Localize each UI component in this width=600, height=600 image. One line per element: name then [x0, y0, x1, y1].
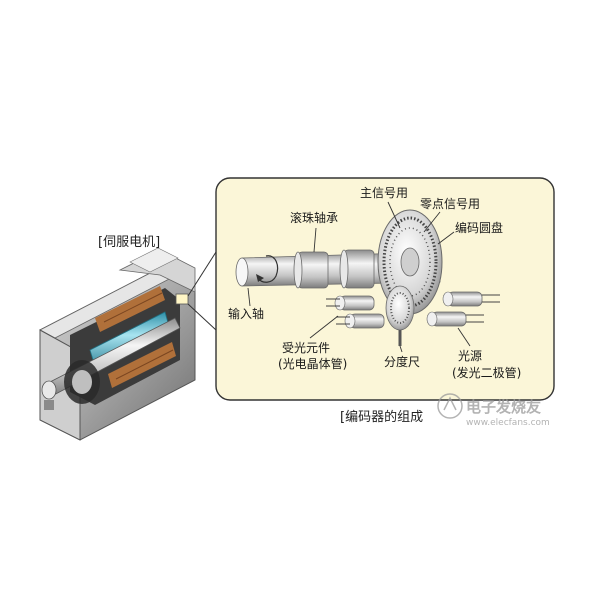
- motor-caption: [伺服电机]: [98, 235, 160, 250]
- label-light-line2: (发光二极管): [452, 365, 521, 380]
- label-ball-bearing: 滚珠轴承: [290, 210, 338, 225]
- label-input-shaft: 输入轴: [228, 306, 264, 321]
- label-receiver-line2: (光电晶体管): [278, 356, 347, 371]
- label-code-disc: 编码圆盘: [455, 220, 503, 235]
- watermark-url: www.elecfans.com: [466, 418, 550, 428]
- encoder-caption: [编码器的组成: [340, 409, 423, 425]
- label-main-signal: 主信号用: [360, 186, 408, 200]
- encoder-panel: 主信号用 零点信号用 滚珠轴承 编码圆盘 输入轴 受光元件 (光电晶体管) 分度…: [216, 178, 554, 400]
- label-zero-signal: 零点信号用: [420, 197, 480, 211]
- label-light-line1: 光源: [458, 349, 482, 363]
- watermark-brand: 电子发烧友: [466, 398, 541, 416]
- servo-motor: [40, 248, 195, 440]
- label-receiver-line1: 受光元件: [282, 341, 330, 355]
- label-scale: 分度尺: [384, 354, 420, 369]
